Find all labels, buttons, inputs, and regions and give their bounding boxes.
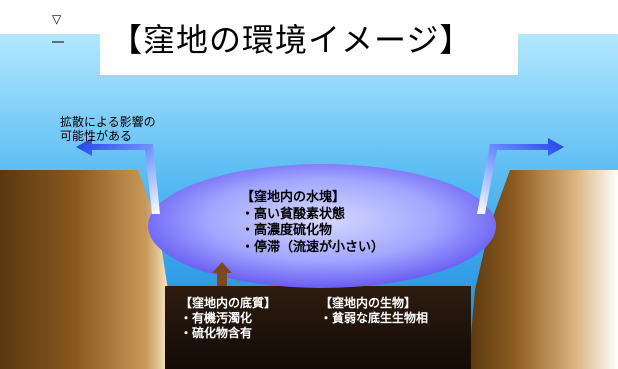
title-backdrop bbox=[100, 0, 518, 75]
sediment-item: ・硫化物含有 bbox=[180, 326, 253, 340]
water-mass-ellipse bbox=[148, 164, 496, 288]
left-bank bbox=[0, 170, 172, 369]
water-mass-item: ・高濃度硫化物 bbox=[241, 223, 333, 238]
right-bank bbox=[468, 170, 618, 369]
organisms-label: 【窪地内の生物】 ・貧弱な底生生物相 bbox=[320, 296, 428, 326]
water-mass-item: ・停滞（流速が小さい） bbox=[241, 239, 385, 255]
diffusion-note: 拡散による影響の 可能性がある bbox=[60, 115, 156, 143]
sediment-item: ・有機汚濁化 bbox=[180, 311, 253, 325]
water-mass-heading: 【窪地内の水塊】 bbox=[241, 190, 346, 205]
right-diffusion-arrow bbox=[477, 138, 564, 214]
upward-arrow bbox=[212, 262, 232, 286]
sediment-label: 【窪地内の底質】 ・有機汚濁化 ・硫化物含有 bbox=[180, 296, 276, 341]
organisms-heading: 【窪地内の生物】 bbox=[320, 296, 417, 310]
water-mass-item: ・高い貧酸素状態 bbox=[241, 206, 346, 222]
page-title: 【窪地の環境イメージ】 bbox=[110, 21, 473, 59]
left-diffusion-arrow bbox=[76, 138, 160, 214]
water-level-icon: ▽ bbox=[52, 12, 62, 26]
pit-bottom-sediment bbox=[165, 286, 471, 369]
organisms-item: ・貧弱な底生生物相 bbox=[320, 311, 429, 325]
sediment-heading: 【窪地内の底質】 bbox=[180, 296, 277, 310]
water-mass-label: 【窪地内の水塊】 ・高い貧酸素状態 ・高濃度硫化物 ・停滞（流速が小さい） bbox=[241, 190, 384, 256]
diffusion-note-line: 拡散による影響の bbox=[60, 115, 156, 129]
diffusion-note-line: 可能性がある bbox=[60, 129, 133, 143]
